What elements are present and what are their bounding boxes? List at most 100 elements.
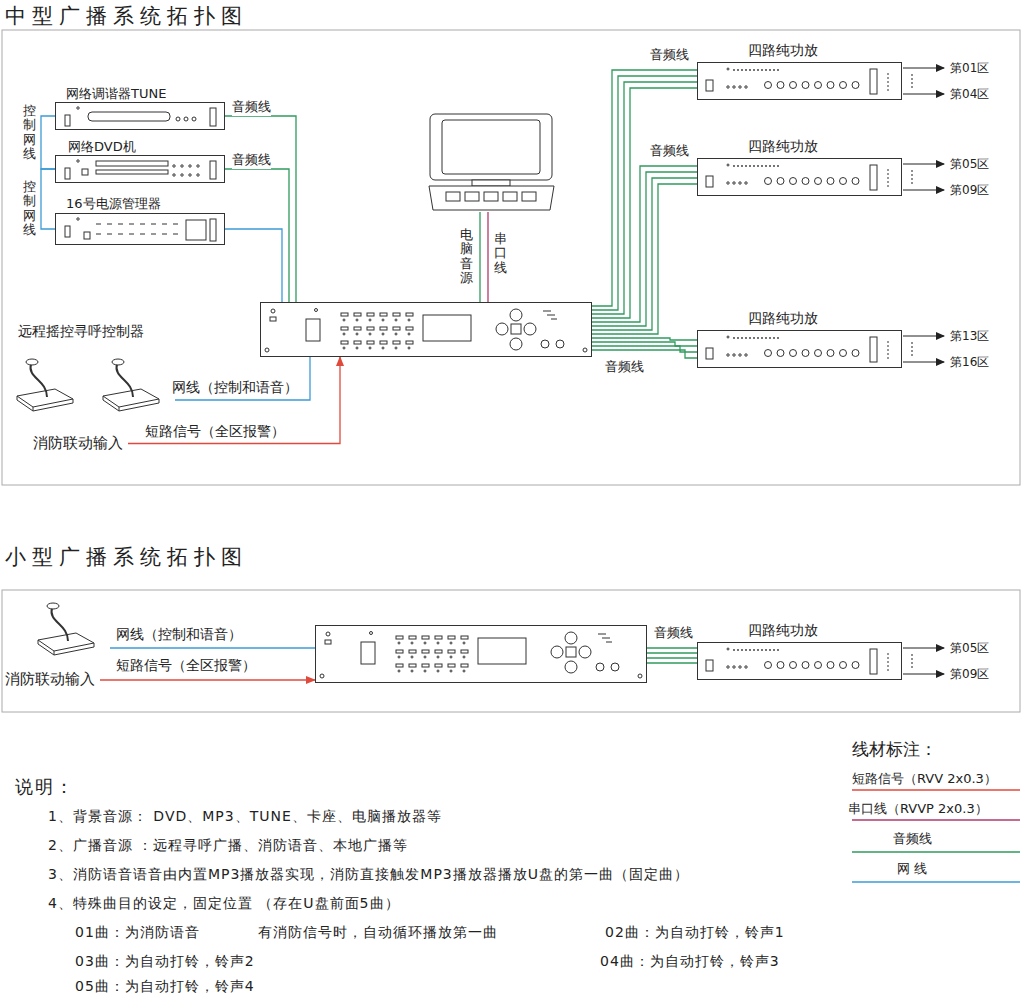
key (393, 313, 400, 316)
key-led (411, 642, 413, 644)
dot (749, 337, 751, 339)
switch (65, 168, 70, 179)
key-led (343, 319, 345, 321)
key-led (343, 347, 345, 349)
wire-label: 音频线 (605, 358, 644, 376)
led (745, 354, 747, 356)
led (739, 86, 741, 88)
key (118, 224, 123, 225)
key (129, 224, 134, 225)
led (727, 666, 729, 668)
switch (706, 176, 713, 187)
zone-arrow (903, 190, 944, 191)
zone-arrow (903, 94, 944, 95)
knob (827, 82, 834, 89)
dot (737, 165, 739, 167)
mic-stem (116, 364, 133, 397)
wire-label: 短路信号（全区报警） (145, 423, 285, 441)
host-unit (315, 625, 647, 683)
key (96, 234, 101, 235)
key (151, 224, 156, 225)
key (393, 341, 400, 344)
device-heading: 四路纯功放 (748, 138, 818, 156)
key (448, 664, 455, 667)
key-led (463, 656, 465, 658)
zone-label: 第16区 (950, 354, 989, 371)
dot (749, 69, 751, 71)
key (435, 650, 442, 653)
dot (737, 69, 739, 71)
nav-key (566, 647, 576, 657)
zone-label: 第05区 (950, 640, 989, 657)
legend-heading: 线材标注： (852, 738, 937, 761)
knob (596, 663, 604, 671)
key (461, 636, 468, 639)
mic-base-edge (17, 396, 73, 411)
connector (480, 212, 481, 302)
led (271, 309, 275, 313)
button (189, 165, 191, 167)
legend-text: 音频线 (893, 830, 932, 848)
device-heading: 网络调谐器TUNE (66, 85, 166, 103)
knob (852, 82, 859, 89)
key (367, 313, 374, 316)
knob (765, 350, 772, 357)
mic-head (26, 359, 38, 365)
key (162, 234, 167, 235)
key-led (450, 642, 452, 644)
led (733, 354, 735, 356)
screw (320, 674, 324, 678)
host-unit (260, 302, 592, 357)
key-led (356, 319, 358, 321)
nav-key (511, 324, 521, 334)
key-led (424, 656, 426, 658)
nav-key (510, 338, 522, 350)
display (186, 220, 206, 240)
led (745, 666, 747, 668)
key-led (369, 319, 371, 321)
device-face (22, 598, 110, 656)
mic-base-edge (38, 640, 94, 655)
key-led (411, 670, 413, 672)
led (326, 632, 330, 636)
button (192, 117, 196, 121)
button (181, 165, 183, 167)
connector (592, 338, 697, 358)
wire (110, 647, 315, 648)
note-heading: 说明： (15, 775, 75, 799)
key-led (369, 333, 371, 335)
dots (888, 653, 889, 673)
key (409, 650, 416, 653)
wire (225, 229, 282, 302)
knob (556, 340, 564, 348)
key-led (382, 347, 384, 349)
wire (592, 82, 697, 314)
led (325, 640, 331, 644)
section-title: 小型广播系统拓扑图 (5, 543, 248, 571)
wire-label: 音频线 (654, 624, 693, 642)
handle (210, 108, 216, 126)
amplifier: 四路纯功放 (697, 642, 902, 680)
connector (592, 166, 697, 334)
key (367, 341, 374, 344)
dot (749, 649, 751, 651)
knob (802, 662, 809, 669)
key-led (408, 319, 410, 321)
led (733, 86, 735, 88)
zone-arrow (903, 164, 944, 165)
legend-text: 串口线（RVVP 2x0.3） (848, 800, 988, 818)
connector (100, 680, 315, 681)
led (727, 86, 729, 88)
paging-mic: 远程摇控寻呼控制器 (15, 350, 175, 412)
zone-dots (912, 170, 913, 184)
button (184, 117, 188, 121)
zone-dots (912, 654, 913, 668)
zone-label: 第13区 (950, 328, 989, 345)
device-face (15, 350, 175, 412)
led (727, 164, 729, 166)
key (162, 224, 167, 225)
key (354, 327, 361, 330)
mic-stem (30, 364, 47, 397)
knob (827, 662, 834, 669)
switch (706, 80, 713, 91)
